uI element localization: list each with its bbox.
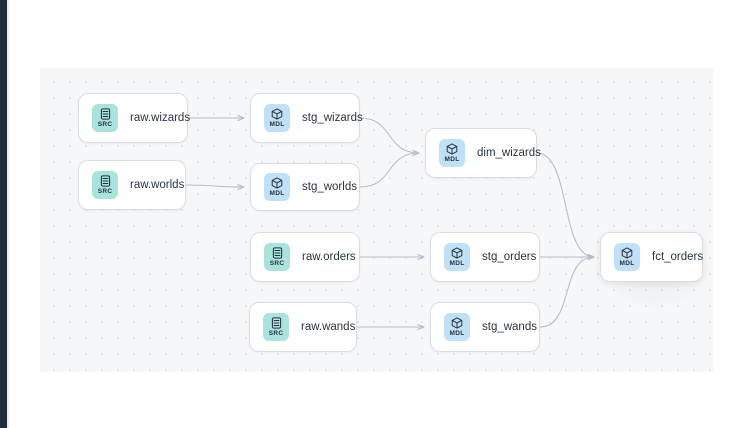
node-label: raw.orders	[302, 251, 356, 263]
node-raw_wands[interactable]: SRC raw.wands	[249, 302, 357, 352]
node-raw_wizards[interactable]: SRC raw.wizards	[78, 93, 191, 143]
node-kind-tag: MDL	[449, 330, 465, 337]
node-kind-tag: MDL	[269, 121, 285, 128]
node-label: stg_worlds	[302, 181, 357, 193]
edge-stg_worlds-to-dim_wizards	[359, 153, 419, 188]
node-label: stg_wands	[482, 321, 537, 333]
node-kind-tag: MDL	[269, 190, 285, 197]
node-kind-tag: SRC	[97, 121, 113, 128]
node-stg_wizards[interactable]: MDL stg_wizards	[250, 93, 363, 143]
node-raw_worlds[interactable]: SRC raw.worlds	[78, 160, 186, 210]
node-kind-tag: MDL	[619, 260, 635, 267]
node-label: raw.wands	[301, 321, 356, 333]
node-dim_wizards[interactable]: MDL dim_wizards	[425, 128, 541, 178]
node-label: stg_wizards	[302, 112, 363, 124]
cube-icon: MDL	[264, 173, 290, 201]
edge-stg_wizards-to-dim_wizards	[359, 117, 419, 153]
rail-divider	[7, 0, 9, 428]
left-nav-rail[interactable]	[0, 0, 7, 428]
edge-raw_worlds-to-stg_worlds	[185, 185, 244, 187]
node-label: dim_wizards	[477, 147, 541, 159]
edge-dim_wizards-to-fct_orders	[536, 152, 594, 257]
cube-icon: MDL	[444, 313, 470, 341]
node-label: raw.worlds	[130, 179, 185, 191]
node-kind-tag: SRC	[269, 260, 285, 267]
node-kind-tag: MDL	[449, 260, 465, 267]
cube-icon: MDL	[264, 104, 290, 132]
edge-stg_wands-to-fct_orders	[539, 257, 594, 328]
node-kind-tag: MDL	[444, 156, 460, 163]
cube-icon: MDL	[614, 243, 640, 271]
node-label: fct_orders	[652, 251, 704, 263]
database-icon: SRC	[263, 313, 289, 341]
cube-icon: MDL	[444, 243, 470, 271]
node-kind-tag: SRC	[97, 188, 113, 195]
cube-icon: MDL	[439, 139, 465, 167]
node-label: stg_orders	[482, 251, 537, 263]
node-label: raw.wizards	[130, 112, 191, 124]
node-fct_orders[interactable]: MDL fct_orders	[600, 232, 703, 282]
node-stg_worlds[interactable]: MDL stg_worlds	[250, 163, 360, 211]
node-stg_orders[interactable]: MDL stg_orders	[430, 232, 540, 282]
database-icon: SRC	[264, 243, 290, 271]
database-icon: SRC	[92, 171, 118, 199]
node-raw_orders[interactable]: SRC raw.orders	[250, 232, 360, 282]
edge-layer	[185, 68, 713, 372]
node-kind-tag: SRC	[268, 330, 284, 337]
node-stg_wands[interactable]: MDL stg_wands	[430, 302, 540, 352]
database-icon: SRC	[92, 104, 118, 132]
